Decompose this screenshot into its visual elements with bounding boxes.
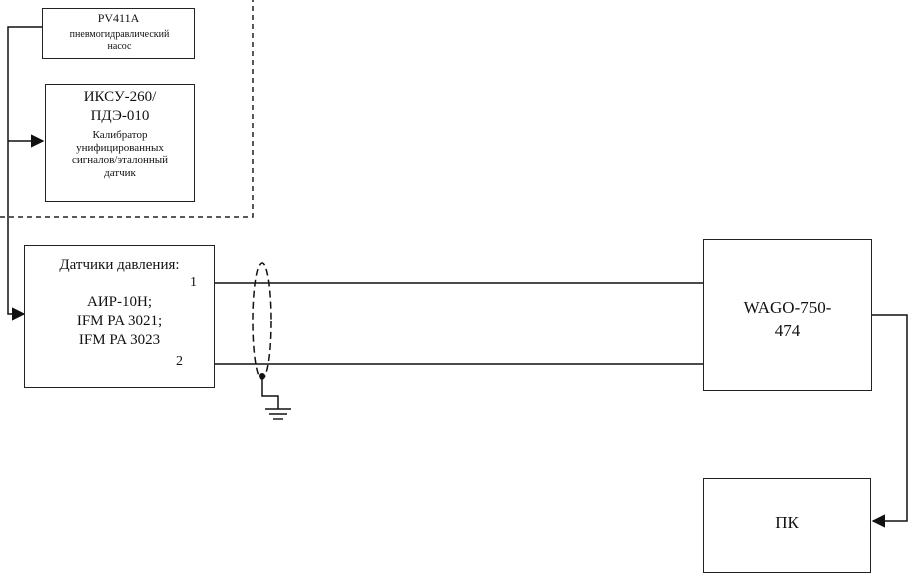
- wago-pc-line: [871, 314, 908, 528]
- pressure-sensors-box: Датчики давления: АИР-10Н; IFM PA 3021; …: [24, 245, 215, 388]
- dashed-boundary: [0, 0, 254, 218]
- wago-label-line2: 474: [774, 321, 801, 340]
- pump-model: PV411A: [97, 11, 140, 25]
- sensor-model-2: IFM PA 3021;: [76, 313, 163, 329]
- sensors-title: Датчики давления:: [59, 257, 180, 273]
- pump-box: PV411A пневмогидравлический насос: [42, 8, 195, 59]
- sensor-model-3: IFM PA 3023: [78, 332, 161, 348]
- pc-box: ПК: [703, 478, 871, 573]
- calibrator-model-line1: ИКСУ-260/: [83, 89, 157, 105]
- pc-label: ПК: [775, 513, 799, 532]
- calibrator-description: Калибратор унифицированных сигналов/этал…: [71, 129, 169, 179]
- wago-box: WAGO-750- 474: [703, 239, 872, 391]
- wago-label-line1: WAGO-750-: [743, 298, 832, 317]
- calibrator-box: ИКСУ-260/ ПДЭ-010 Калибратор унифицирова…: [45, 84, 195, 202]
- pin-2-label: 2: [176, 354, 183, 369]
- ground-lead: [261, 376, 279, 409]
- pump-description: пневмогидравлический насос: [69, 29, 170, 52]
- cable-shield: [252, 262, 272, 380]
- sensor-model-1: АИР-10Н;: [86, 294, 152, 310]
- feed-line: [7, 26, 42, 321]
- calibrator-model-line2: ПДЭ-010: [90, 108, 150, 124]
- pin-1-label: 1: [190, 275, 197, 290]
